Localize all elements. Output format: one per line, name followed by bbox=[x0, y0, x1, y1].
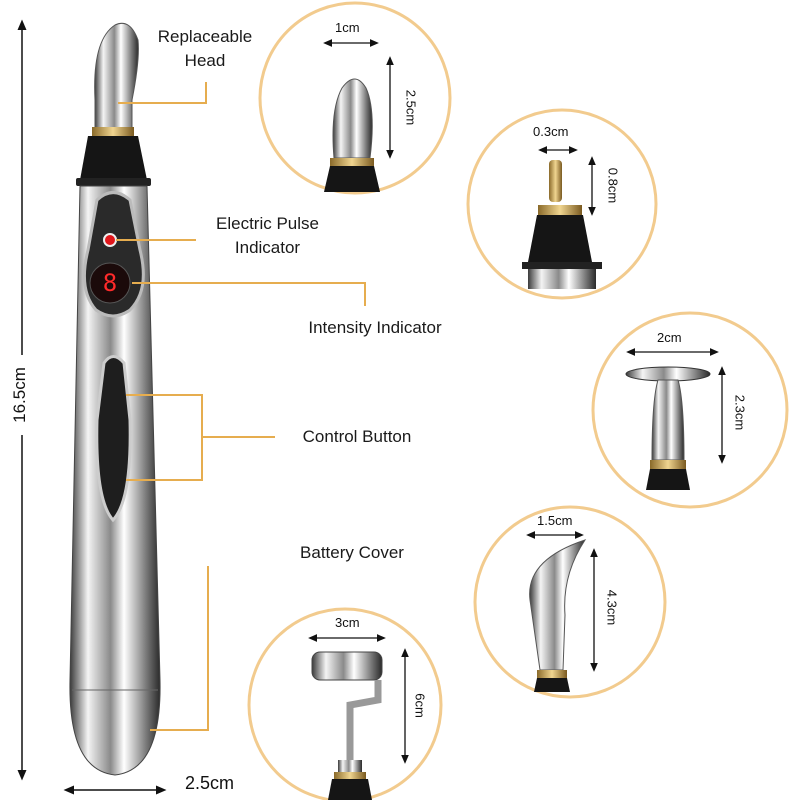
pen-length-label: 16.5cm bbox=[10, 355, 30, 435]
acupuncture-pen bbox=[69, 22, 161, 776]
roller-height: 6cm bbox=[412, 693, 428, 718]
label-intensity: Intensity Indicator bbox=[308, 318, 442, 337]
flat-height: 2.3cm bbox=[732, 394, 748, 431]
display-digit: 8 bbox=[102, 269, 118, 297]
label-line: Replaceable bbox=[157, 27, 253, 46]
needle-head bbox=[522, 146, 602, 289]
control-buttons bbox=[95, 355, 132, 523]
spoon-width: 1.5cm bbox=[537, 513, 573, 528]
label-line: Electric Pulse bbox=[216, 214, 319, 233]
detail-circles bbox=[247, 1, 789, 800]
leader-lines bbox=[116, 82, 366, 731]
intensity-display bbox=[89, 262, 131, 304]
flat-head bbox=[625, 348, 726, 490]
spoon-height: 4.3cm bbox=[604, 589, 620, 626]
label-replaceable-head: Replaceable Head bbox=[140, 25, 270, 73]
label-line: Head bbox=[184, 51, 226, 70]
label-control-button: Control Button bbox=[302, 427, 412, 446]
flat-width: 2cm bbox=[657, 330, 682, 345]
ball-height: 2.5cm bbox=[403, 89, 419, 126]
label-battery-cover: Battery Cover bbox=[300, 543, 404, 562]
ball-head bbox=[323, 39, 394, 192]
label-line: Indicator bbox=[234, 238, 301, 257]
pen-width-label: 2.5cm bbox=[185, 773, 235, 793]
roller-head bbox=[308, 634, 409, 800]
roller-width: 3cm bbox=[335, 615, 360, 630]
needle-width: 0.3cm bbox=[533, 124, 569, 139]
label-electric-pulse: Electric Pulse Indicator bbox=[195, 212, 340, 260]
spoon-head bbox=[526, 531, 598, 692]
pulse-led bbox=[103, 233, 117, 247]
needle-height: 0.8cm bbox=[605, 167, 621, 204]
ball-width: 1cm bbox=[335, 20, 360, 35]
